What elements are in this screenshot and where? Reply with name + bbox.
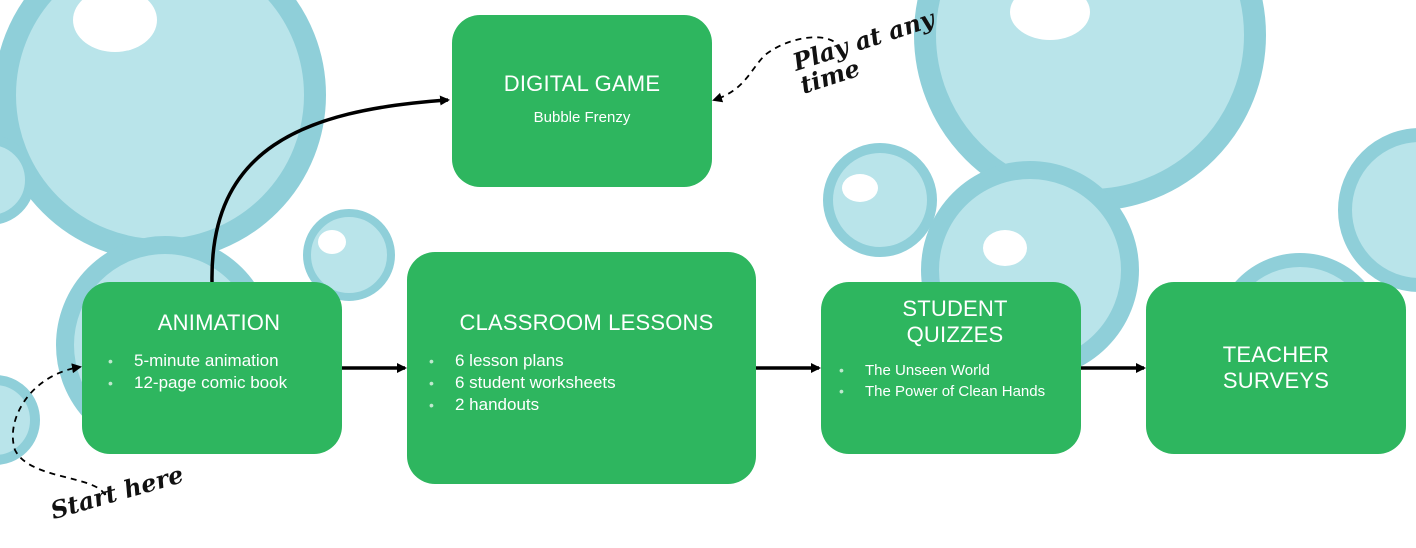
classroom-lessons-list: 6 lesson plans 6 student worksheets 2 ha… xyxy=(429,350,744,416)
teacher-surveys-box: TEACHER SURVEYS xyxy=(1146,282,1406,454)
digital-game-subtitle: Bubble Frenzy xyxy=(533,109,631,126)
student-quizzes-box: STUDENT QUIZZES The Unseen World The Pow… xyxy=(821,282,1081,454)
list-item: 12-page comic book xyxy=(108,372,330,394)
teacher-surveys-title: TEACHER SURVEYS xyxy=(1222,342,1330,393)
list-item: The Power of Clean Hands xyxy=(839,381,1071,402)
digital-game-title: DIGITAL GAME xyxy=(503,71,661,96)
student-quizzes-title: STUDENT QUIZZES xyxy=(902,296,1008,347)
list-item: 6 student worksheets xyxy=(429,372,744,394)
animation-title: ANIMATION xyxy=(157,310,281,335)
arrow-animation-to-game xyxy=(210,95,450,283)
digital-game-box: DIGITAL GAME Bubble Frenzy xyxy=(452,15,712,187)
list-item: 2 handouts xyxy=(429,394,744,416)
dashed-arrow-start xyxy=(11,363,106,496)
classroom-lessons-title: CLASSROOM LESSONS xyxy=(459,310,714,335)
animation-box: ANIMATION 5-minute animation 12-page com… xyxy=(82,282,342,454)
list-item: 5-minute animation xyxy=(108,350,330,372)
classroom-lessons-box: CLASSROOM LESSONS 6 lesson plans 6 stude… xyxy=(407,252,756,484)
student-quizzes-list: The Unseen World The Power of Clean Hand… xyxy=(839,360,1071,402)
animation-list: 5-minute animation 12-page comic book xyxy=(108,350,330,394)
list-item: The Unseen World xyxy=(839,360,1071,381)
list-item: 6 lesson plans xyxy=(429,350,744,372)
